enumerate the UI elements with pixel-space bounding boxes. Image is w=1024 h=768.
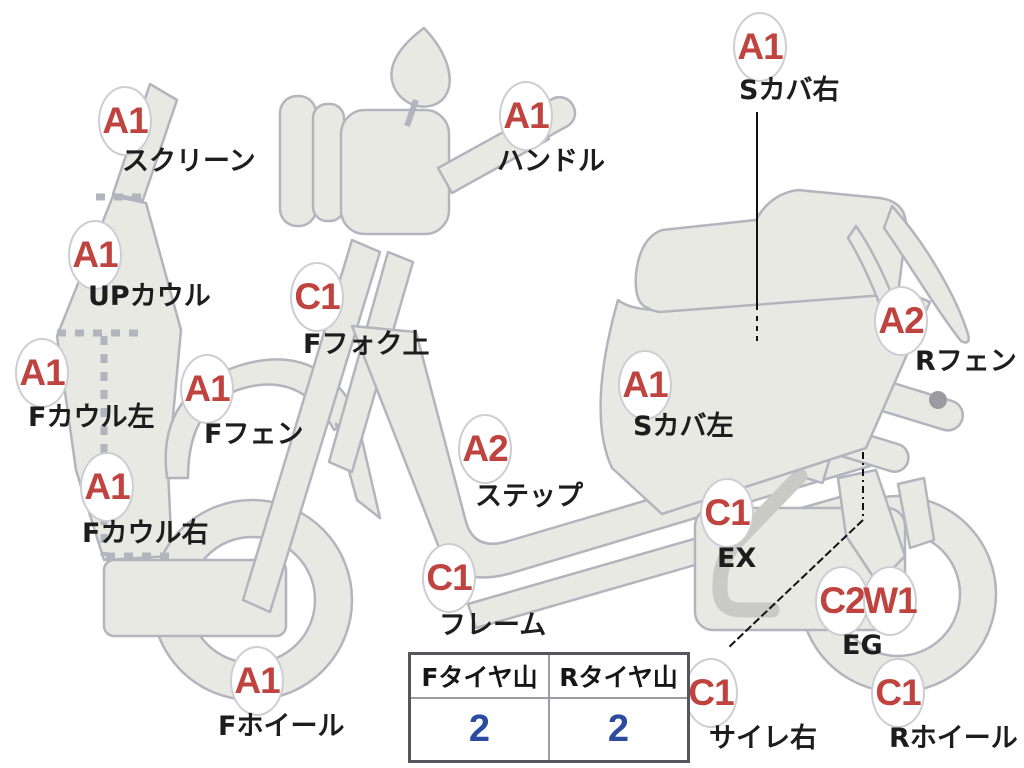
grade-badge: A1 [98, 86, 152, 156]
tire-table-header-row: Fタイヤ山 Rタイヤ山 [411, 655, 687, 697]
grade-badge: A1 [15, 338, 69, 408]
tire-table-value-row: 2 2 [411, 697, 687, 760]
side-cover-shape [599, 286, 932, 516]
grade-badge: A2 [458, 414, 512, 484]
part-name: サイレ右 [709, 723, 817, 754]
part-name: Fカウル右 [82, 518, 209, 549]
part-name: Sカバ右 [739, 75, 840, 106]
grade-badge: A1 [230, 646, 284, 716]
grade-badge: A2 [874, 286, 928, 356]
front-tire-header: Fタイヤ山 [421, 663, 538, 692]
grade-badge: C1 [684, 658, 738, 728]
part-name: Fフォク上 [303, 329, 430, 360]
headlight-housing-mid [311, 102, 346, 223]
rear-tire-tread-value: 2 [548, 699, 687, 760]
part-name: EG [842, 630, 883, 661]
part-name: Rホイール [889, 723, 1018, 754]
headlight-housing-front [339, 108, 451, 236]
mirror-shape [390, 26, 451, 108]
grade-badge: C2 [815, 566, 869, 636]
headlight-housing-rear [278, 94, 318, 228]
rear-shock-shape [896, 476, 936, 550]
grade-badge: C1 [871, 658, 925, 728]
part-name: Rフェン [915, 346, 1017, 377]
front-tire-tread-value: 2 [468, 708, 491, 750]
rear-axle-nub [929, 391, 947, 409]
grade-badge: A1 [180, 354, 234, 424]
rear-fender-shape [882, 204, 970, 344]
rear-tire-header: Rタイヤ山 [548, 655, 687, 697]
lower-cowl-shape [102, 558, 288, 638]
part-name: Sカバ左 [633, 411, 734, 442]
grade-badge: C1 [290, 262, 344, 332]
grade-badge: A1 [80, 452, 134, 522]
part-name: Fホイール [218, 711, 345, 742]
part-name: UPカウル [88, 281, 211, 312]
part-name: ハンドル [497, 146, 605, 177]
seat-shape [634, 188, 908, 314]
part-name: Fカウル左 [28, 402, 155, 433]
grade-badge: C1 [422, 543, 476, 613]
part-name: EX [717, 543, 757, 574]
part-name: ステップ [475, 481, 583, 512]
grade-badge: A1 [733, 12, 787, 82]
grade-badge: A1 [68, 220, 122, 290]
grade-badge: W1 [863, 566, 918, 636]
mirror-stem [404, 99, 419, 127]
grade-badge: A1 [618, 350, 672, 420]
grade-badge: A1 [499, 81, 553, 151]
grade-badge: C1 [700, 478, 754, 548]
part-name: Fフェン [204, 419, 304, 450]
part-name: フレーム [439, 610, 547, 641]
part-name: スクリーン [122, 146, 256, 177]
leader-line-silencer [727, 519, 864, 649]
front-fork-leg [241, 238, 382, 614]
tire-tread-table: Fタイヤ山 Rタイヤ山 2 2 [408, 652, 690, 763]
